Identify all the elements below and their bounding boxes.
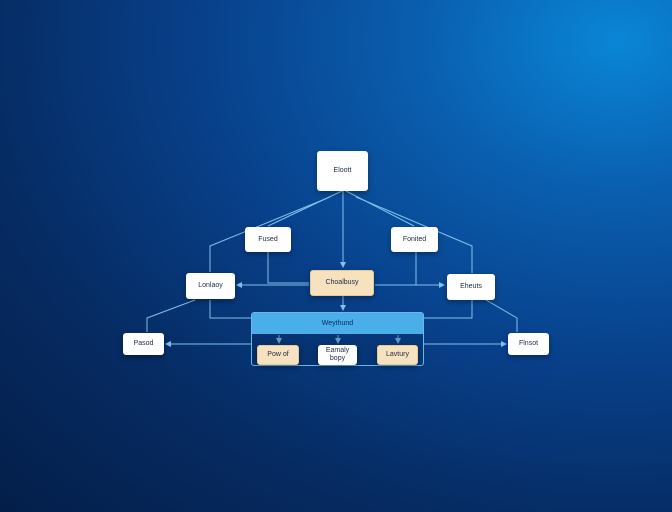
node-group-left[interactable]: Pow of xyxy=(257,345,299,365)
node-edge-left[interactable]: Pasod xyxy=(123,333,164,355)
node-far-left[interactable]: Lonlaoy xyxy=(186,273,235,299)
node-group-right[interactable]: Lavtury xyxy=(377,345,418,365)
node-edge-right[interactable]: Flnsot xyxy=(508,333,549,355)
node-left-branch[interactable]: Fused xyxy=(245,227,291,252)
connector-root-outer-right xyxy=(355,196,473,273)
node-far-right[interactable]: Eheuts xyxy=(447,274,495,300)
group-header: Weythund xyxy=(252,313,423,334)
connector-farright-edge xyxy=(485,299,518,332)
node-root[interactable]: Eloott xyxy=(317,151,368,191)
connector-farleft-edge xyxy=(146,299,196,332)
node-group-middle[interactable]: Eamaly bopy xyxy=(318,345,357,365)
node-center[interactable]: Choalbusy xyxy=(310,270,374,296)
connector-root-right xyxy=(345,190,415,227)
connector-left-down xyxy=(267,252,309,284)
connector-farright-group xyxy=(423,300,473,319)
connector-root-left xyxy=(267,190,343,227)
node-right-branch[interactable]: Fonited xyxy=(391,227,438,252)
connector-root-outer-left xyxy=(209,196,331,272)
connector-farleft-group xyxy=(209,300,251,319)
